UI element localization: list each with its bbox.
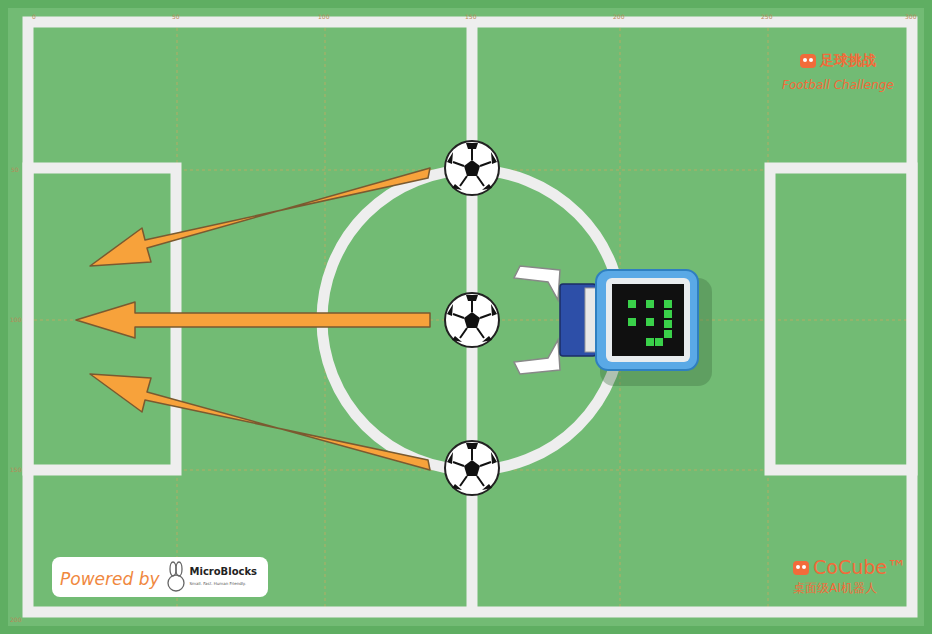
scale-number: 50: [11, 166, 19, 173]
powered-by-badge: Powered by MicroBlocksSmall. Fast. Human …: [52, 557, 268, 597]
robot: [514, 266, 712, 386]
scale-number: 50: [172, 13, 180, 20]
soccer-balls: [445, 141, 499, 495]
scale-number: 100: [10, 316, 21, 323]
scale-number: 200: [613, 13, 624, 20]
scale-number: 150: [10, 466, 21, 473]
title-english: Football Challenge: [782, 78, 894, 92]
badge-caption: Powered by: [60, 569, 160, 589]
scale-number: 250: [761, 13, 772, 20]
pitch: [8, 8, 924, 626]
brand-name: CoCube™: [813, 556, 906, 578]
logo-icons: [793, 54, 816, 575]
scale-number: 0: [32, 13, 36, 20]
title-chinese: 足球挑战: [820, 52, 876, 70]
scale-number: 200: [10, 616, 21, 623]
grid-lines: [28, 22, 912, 612]
scale-number: 150: [465, 13, 476, 20]
badge-brand: MicroBlocks: [190, 566, 258, 577]
kick-arrows: [76, 168, 430, 470]
badge-tagline: Small. Fast. Human Friendly.: [190, 581, 246, 586]
scale-number: 100: [318, 13, 329, 20]
rabbit-icon: [164, 561, 188, 593]
scale-number: 300: [905, 13, 916, 20]
brand-slogan: 桌面级AI机器人: [793, 580, 877, 597]
field-lines: [28, 22, 912, 612]
